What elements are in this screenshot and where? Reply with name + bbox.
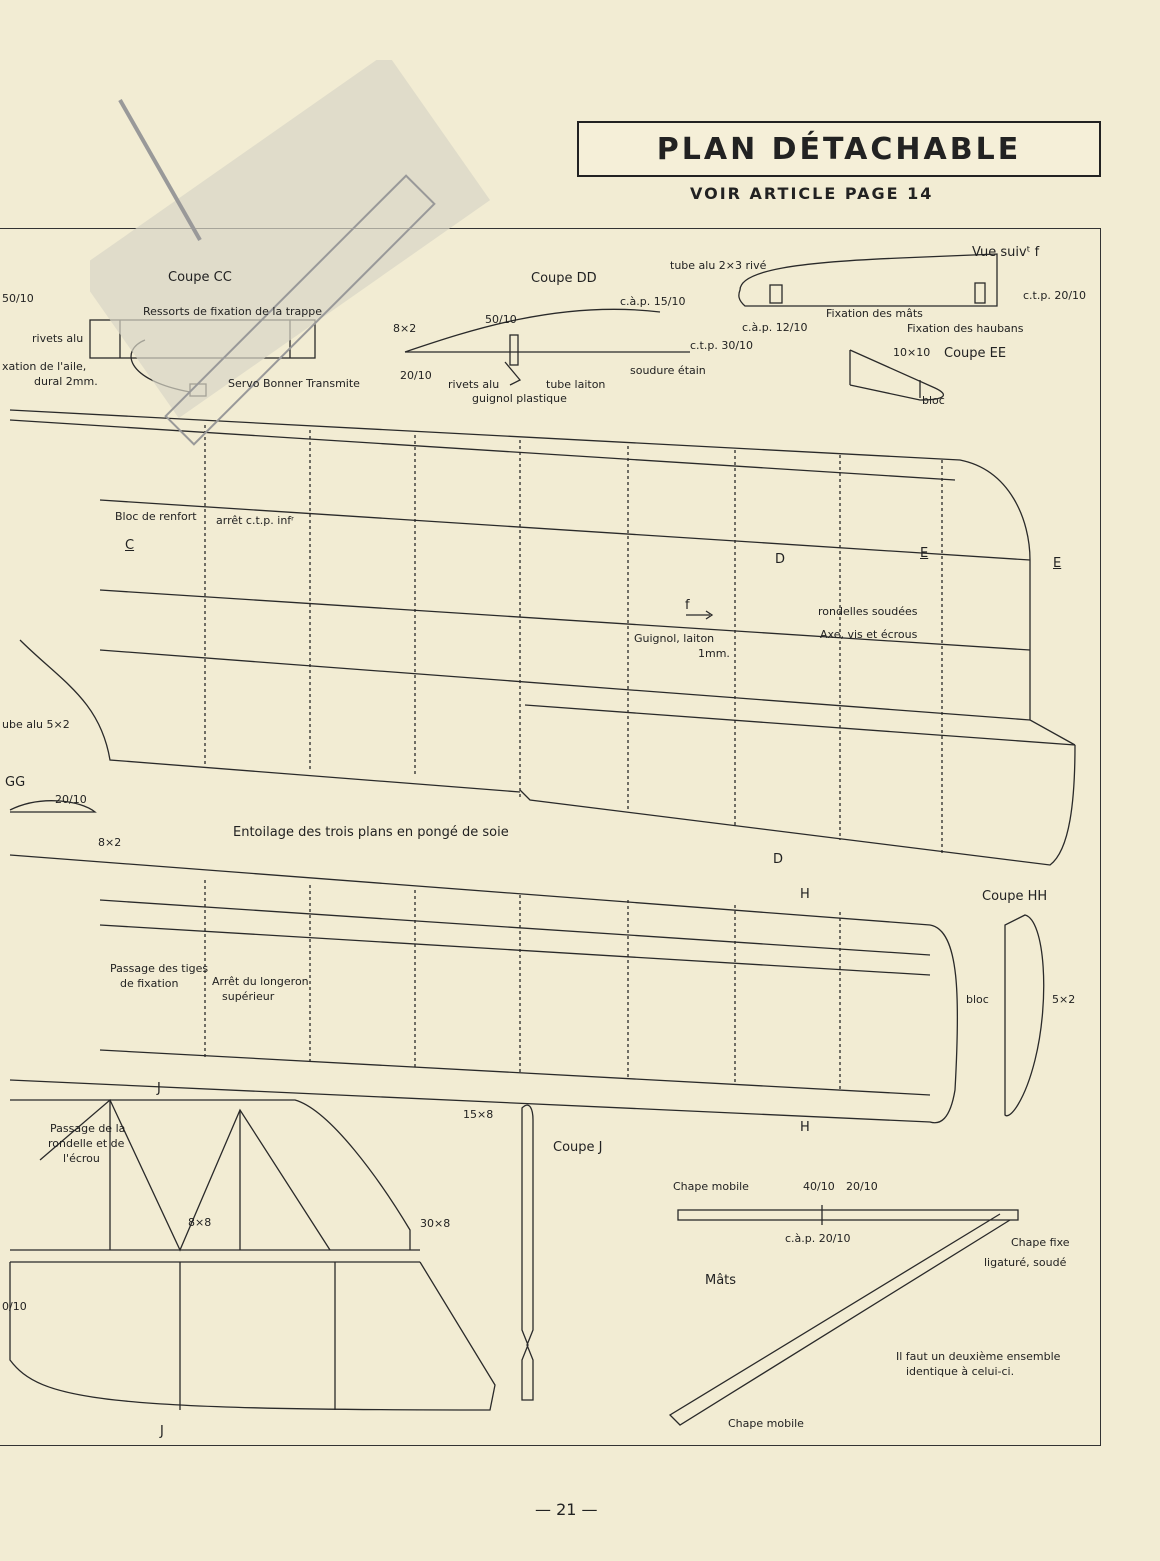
coupe-gg-drawing — [9, 800, 97, 813]
label: Passage de la — [50, 1122, 126, 1135]
label: supérieur — [222, 990, 275, 1003]
label: Chape mobile — [673, 1180, 749, 1193]
label: guignol plastique — [472, 392, 567, 405]
label: Passage des tiges — [110, 962, 209, 975]
covering-note: Entoilage des trois plans en pongé de so… — [233, 825, 509, 840]
section-marker-d: D — [773, 852, 784, 867]
label: Chape mobile — [728, 1417, 804, 1430]
label: Ressorts de fixation de la trappe — [143, 305, 323, 318]
label: arrêt c.t.p. infʳ — [216, 514, 295, 527]
label: ube alu 5×2 — [2, 718, 70, 731]
label: rondelle et de — [48, 1137, 125, 1150]
coupe-gg-title: GG — [5, 775, 26, 790]
coupe-hh-drawing — [1004, 914, 1045, 1117]
label: Fixation des haubans — [907, 322, 1024, 335]
label: 30×8 — [420, 1217, 451, 1230]
section-marker-j: J — [160, 1424, 164, 1439]
mats-title: Mâts — [705, 1273, 737, 1288]
coupe-ee-drawing — [849, 349, 945, 401]
coupe-ee-title: Coupe EE — [944, 346, 1007, 361]
label: c.à.p. 15/10 — [620, 295, 686, 308]
coupe-j-title: Coupe J — [553, 1140, 603, 1155]
label: 8×2 — [393, 322, 417, 335]
label: 5×2 — [1052, 993, 1076, 1006]
label: Arrêt du longeron — [212, 975, 309, 988]
label: 50/10 — [485, 313, 517, 326]
page-number: — 21 — — [535, 1500, 598, 1519]
label: tube alu 2×3 rivé — [670, 259, 767, 272]
vue-f-title: Vue suivᵗ f — [972, 245, 1040, 260]
label: xation de l'aile, — [2, 360, 87, 373]
label: 15×8 — [463, 1108, 494, 1121]
coupe-j-drawing — [521, 1104, 534, 1401]
label: Fixation des mâts — [826, 307, 923, 320]
page-title: PLAN DÉTACHABLE — [577, 121, 1101, 177]
label: rivets alu — [32, 332, 84, 345]
label: c.à.p. 20/10 — [785, 1232, 851, 1245]
label: 20/10 — [55, 793, 87, 806]
mats-note-line: Il faut un deuxième ensemble — [896, 1350, 1061, 1363]
section-marker-d: D — [775, 552, 786, 567]
section-marker-h: H — [800, 1120, 810, 1135]
section-marker-c: C — [125, 538, 135, 553]
label: 8×2 — [98, 836, 122, 849]
label: 10×10 — [893, 346, 931, 359]
label: dural 2mm. — [34, 375, 98, 388]
label: c.t.p. 20/10 — [1023, 289, 1087, 302]
vue-f-drawing — [738, 253, 998, 307]
label: c.à.p. 12/10 — [742, 321, 808, 334]
label: bloc — [922, 394, 945, 407]
label: Bloc de renfort — [115, 510, 197, 523]
coupe-dd-title: Coupe DD — [531, 271, 597, 286]
section-marker-e: E — [1053, 556, 1062, 571]
plan-frame — [0, 228, 1101, 1446]
coupe-cc-title: Coupe CC — [168, 270, 232, 285]
label: Axe, vis et écrous — [820, 628, 918, 641]
label: soudure étain — [630, 364, 706, 377]
mats-drawing — [668, 1205, 1019, 1426]
coupe-hh-title: Coupe HH — [982, 889, 1048, 904]
label: l'écrou — [63, 1152, 100, 1165]
label: rivets alu — [448, 378, 500, 391]
label: 8×8 — [188, 1216, 212, 1229]
label: 20/10 — [846, 1180, 878, 1193]
section-marker-h: H — [800, 887, 810, 902]
label: 1mm. — [698, 647, 730, 660]
label: Guignol, laiton — [634, 632, 715, 645]
label: Servo Bonner Transmite — [228, 377, 360, 390]
page-subtitle: VOIR ARTICLE PAGE 14 — [690, 184, 934, 203]
label: 40/10 — [803, 1180, 835, 1193]
mats-note-line: identique à celui-ci. — [906, 1365, 1015, 1378]
label: f — [685, 598, 690, 613]
section-marker-e: E — [920, 546, 929, 561]
label: 0/10 — [2, 1300, 27, 1313]
label: 20/10 — [400, 369, 432, 382]
label: tube laiton — [546, 378, 606, 391]
fin-drawing — [9, 1098, 496, 1411]
label: rondelles soudées — [818, 605, 918, 618]
label: de fixation — [120, 977, 179, 990]
section-marker-j: J — [157, 1081, 161, 1096]
label: ligaturé, soudé — [984, 1256, 1067, 1269]
label: 50/10 — [2, 292, 34, 305]
label: c.t.p. 30/10 — [690, 339, 754, 352]
label: Chape fixe — [1011, 1236, 1070, 1249]
label: bloc — [966, 993, 989, 1006]
tailplane-drawing — [9, 854, 959, 1124]
